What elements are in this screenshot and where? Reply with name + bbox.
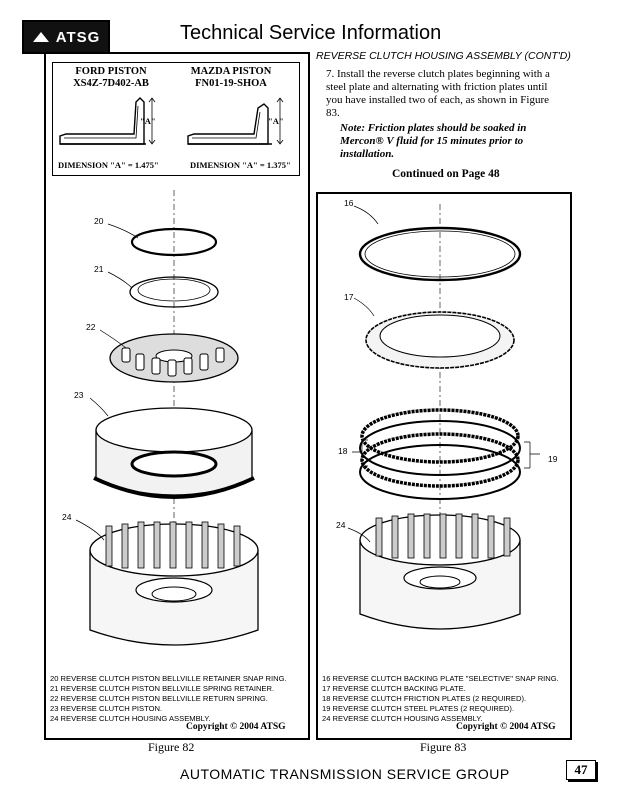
continued-note: Continued on Page 48	[392, 168, 500, 180]
figure-82-frame	[44, 52, 310, 740]
legend-item: 18 REVERSE CLUTCH FRICTION PLATES (2 REQ…	[322, 694, 527, 703]
callout-16: 16	[344, 198, 354, 208]
ford-part-number: XS4Z-7D402-AB	[73, 78, 149, 89]
callout-24: 24	[62, 512, 72, 522]
legend-item: 16 REVERSE CLUTCH BACKING PLATE "SELECTI…	[322, 674, 559, 683]
legend-item: 20 REVERSE CLUTCH PISTON BELLVILLE RETAI…	[50, 674, 287, 683]
spring-retainer-21	[129, 276, 219, 308]
piston-comparison-box	[52, 62, 300, 176]
figure-82-legend: 20 REVERSE CLUTCH PISTON BELLVILLE RETAI…	[50, 674, 287, 724]
figure-82-copyright: Copyright © 2004 ATSG	[186, 722, 286, 732]
figure-82-exploded-view	[75, 190, 259, 646]
footer-text: AUTOMATIC TRANSMISSION SERVICE GROUP	[180, 766, 510, 782]
mazda-part-number: FN01-19-SHOA	[195, 78, 267, 89]
mazda-piston-title: MAZDA PISTON FN01-19-SHOA	[176, 66, 286, 90]
callout-19: 19	[548, 454, 558, 464]
legend-item: 17 REVERSE CLUTCH BACKING PLATE.	[322, 684, 466, 693]
figure-83-copyright: Copyright © 2004 ATSG	[456, 722, 556, 732]
ford-piston-section-drawing	[59, 97, 156, 145]
snap-ring-16	[358, 226, 522, 282]
friction-plate-note: Note: Friction plates should be soaked i…	[340, 122, 527, 160]
callout-17: 17	[344, 292, 354, 302]
atsg-logo: ATSG	[22, 20, 110, 54]
callout-18: 18	[338, 446, 348, 456]
callout-20: 20	[94, 216, 104, 226]
page-number: 47	[566, 760, 596, 780]
callout-24-fig83: 24	[336, 520, 346, 530]
legend-item: 24 REVERSE CLUTCH HOUSING ASSEMBLY.	[322, 714, 483, 723]
ford-dimension-label: DIMENSION "A" = 1.475"	[58, 160, 159, 170]
mazda-dimension-marker: "A"	[268, 116, 284, 126]
step-number: 7.	[326, 68, 335, 80]
legend-item: 21 REVERSE CLUTCH PISTON BELLVILLE SPRIN…	[50, 684, 275, 693]
legend-item: 22 REVERSE CLUTCH PISTON BELLVILLE RETUR…	[50, 694, 268, 703]
figure-83-frame	[316, 192, 572, 740]
ford-title-text: FORD PISTON	[75, 66, 147, 77]
figure-83-label: Figure 83	[420, 740, 467, 754]
mazda-dimension-label: DIMENSION "A" = 1.375"	[190, 160, 291, 170]
mazda-title-text: MAZDA PISTON	[190, 66, 272, 77]
callout-21: 21	[94, 264, 104, 274]
clutch-plate-stack	[359, 408, 521, 500]
snap-ring-20	[130, 227, 218, 257]
figure-83-legend: 16 REVERSE CLUTCH BACKING PLATE "SELECTI…	[322, 674, 559, 724]
step-7: 7. Install the reverse clutch plates beg…	[326, 68, 551, 120]
legend-item: 23 REVERSE CLUTCH PISTON.	[50, 704, 163, 713]
logo-emblem-icon	[32, 32, 49, 42]
callout-22: 22	[86, 322, 96, 332]
step-text: Install the reverse clutch plates beginn…	[326, 68, 550, 119]
legend-item: 24 REVERSE CLUTCH HOUSING ASSEMBLY.	[50, 714, 211, 723]
legend-item: 19 REVERSE CLUTCH STEEL PLATES (2 REQUIR…	[322, 704, 515, 713]
ford-dimension-marker: "A"	[140, 116, 156, 126]
ford-piston-title: FORD PISTON XS4Z-7D402-AB	[56, 66, 166, 90]
figure-82-label: Figure 82	[148, 740, 195, 754]
callout-23: 23	[74, 390, 84, 400]
figure-83-exploded-view	[347, 204, 540, 630]
mazda-piston-section-drawing	[187, 97, 284, 145]
section-heading: REVERSE CLUTCH HOUSING ASSEMBLY (CONT'D)	[316, 50, 571, 62]
page-title: Technical Service Information	[180, 22, 442, 44]
logo-text: ATSG	[55, 28, 101, 46]
